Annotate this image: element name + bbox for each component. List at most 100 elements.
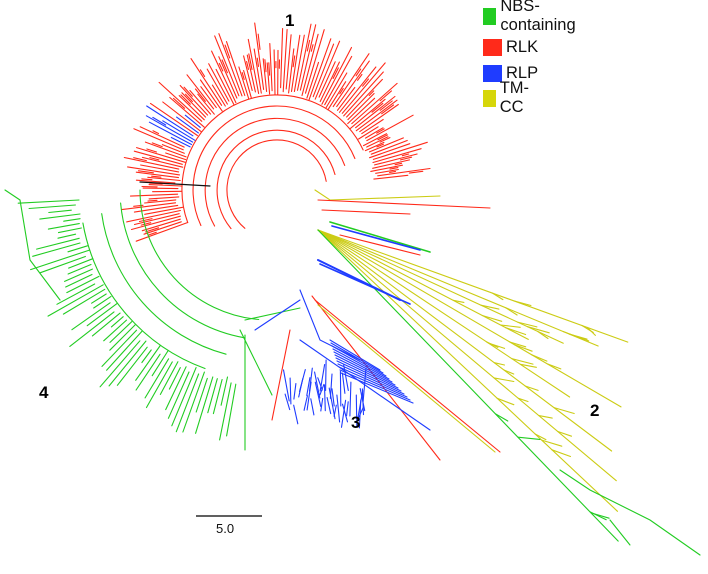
tree-branch <box>135 171 180 179</box>
tree-branch <box>336 60 370 108</box>
tree-branch <box>318 61 336 98</box>
tree-branch <box>331 388 335 407</box>
tree-branch <box>91 312 121 337</box>
tree-branch <box>208 63 230 102</box>
tree-branch <box>374 153 418 166</box>
tree-branch <box>328 387 336 420</box>
tree-branch <box>143 221 182 235</box>
tree-branch <box>86 303 118 327</box>
tree-branch <box>491 292 504 301</box>
tree-branch <box>39 255 86 274</box>
tree-branch <box>57 233 77 239</box>
tree-branch <box>151 142 163 148</box>
tree-branch <box>199 79 223 112</box>
tree-branch <box>168 367 181 390</box>
tree-branch <box>376 128 385 134</box>
tree-branch <box>200 86 217 109</box>
tree-branch <box>140 164 180 173</box>
tree-branch <box>192 105 356 227</box>
tree-branch <box>66 275 100 294</box>
tree-branch <box>136 147 186 163</box>
tree-branch <box>170 136 191 148</box>
tree-branch <box>339 87 344 95</box>
tree-branch <box>146 148 158 153</box>
tree-branch <box>271 329 291 421</box>
tree-branch <box>67 263 92 275</box>
tree-branch <box>106 330 143 371</box>
tree-branch <box>246 60 250 70</box>
tree-branch <box>317 229 571 398</box>
tree-branch <box>370 139 408 155</box>
tree-branch <box>317 229 613 452</box>
tree-branch <box>296 23 312 91</box>
tree-branch <box>290 34 301 93</box>
tree-branch <box>346 78 383 118</box>
tree-branch <box>68 258 94 269</box>
tree-branch <box>314 40 341 100</box>
tree-branch <box>133 128 184 151</box>
tree-branch <box>317 304 496 453</box>
tree-branch <box>301 33 319 97</box>
tree-branch <box>226 383 237 437</box>
tree-branch <box>218 56 238 99</box>
tree-branch <box>184 93 193 103</box>
tree-branch <box>336 360 402 392</box>
tree-branch <box>257 33 261 50</box>
tree-branch <box>505 307 518 316</box>
tree-branch <box>219 382 232 441</box>
tree-branch <box>149 157 160 161</box>
tree-branch <box>47 223 80 230</box>
clade-label-1: 1 <box>285 11 295 30</box>
tree-branch <box>197 93 215 115</box>
tree-branch <box>339 234 421 256</box>
tree-branch <box>135 179 176 184</box>
tree-branch <box>366 136 389 148</box>
tree-branch <box>372 159 411 169</box>
tree-branch <box>325 72 348 109</box>
tree-branch <box>319 61 340 103</box>
tree-branch <box>39 213 81 220</box>
tree-branch <box>320 397 324 412</box>
tree-branch <box>175 373 200 433</box>
tree-branch <box>273 49 276 95</box>
tree-branch <box>517 397 529 403</box>
tree-branch <box>306 381 312 411</box>
tree-branch <box>317 229 619 512</box>
tree-branch <box>123 156 180 170</box>
tree-branch <box>206 68 228 105</box>
tree-branch <box>338 66 377 113</box>
tree-branch <box>135 221 189 242</box>
tree-branch <box>546 363 562 370</box>
legend-swatch-rlk <box>483 38 502 56</box>
tree-branch <box>357 390 364 418</box>
tree-branch <box>32 242 81 257</box>
tree-branch <box>541 439 563 447</box>
tree-branch <box>266 62 271 95</box>
scale-bar-label: 5.0 <box>216 521 235 536</box>
tree-branch <box>142 187 179 190</box>
tree-branch <box>372 148 422 164</box>
tree-branch <box>280 28 284 89</box>
legend-item-tmcc: TM-CC <box>483 79 535 116</box>
tree-branch <box>268 62 271 76</box>
tree-branch <box>256 57 260 67</box>
tree-branch <box>246 54 256 93</box>
tree-branch <box>493 377 515 383</box>
tree-branch <box>99 340 141 388</box>
tree-branch <box>306 39 311 52</box>
tree-branch <box>304 29 325 94</box>
tree-branch <box>308 38 332 101</box>
tree-branch <box>204 117 346 227</box>
tree-branch <box>332 348 390 380</box>
tree-branch <box>310 44 314 52</box>
tree-branch <box>126 209 181 223</box>
tree-branch <box>359 103 399 133</box>
legend-item-rlk: RLK <box>483 35 538 59</box>
tree-branch <box>298 378 304 398</box>
clade-label-3: 3 <box>351 413 361 432</box>
tree-branch <box>288 48 295 94</box>
tree-branch <box>375 168 399 174</box>
tree-branch <box>145 115 194 143</box>
tree-branch <box>254 22 265 90</box>
tree-branch <box>317 229 617 482</box>
